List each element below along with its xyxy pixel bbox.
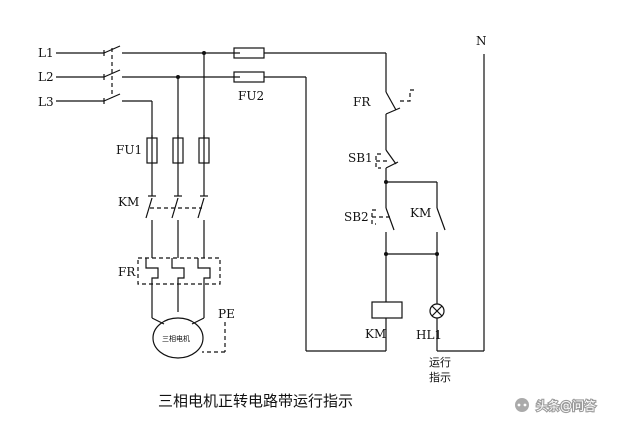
supply-lines [56,50,105,104]
label-km-aux: KM [410,206,431,220]
motor-label: 三相电机 [162,334,190,343]
fuse-fu1 [146,135,210,196]
km-main-contacts [145,195,208,258]
sb1-stop-button [375,149,399,208]
label-fr-main: FR [118,265,136,279]
control-wiring [305,53,387,352]
chat-bubble-icon [513,396,531,414]
km-coil [371,301,403,351]
pe-ground [202,322,226,353]
label-run-line1: 运行 [429,356,451,369]
label-km-main: KM [118,195,139,209]
label-sb1: SB1 [348,151,373,165]
fuse-fu2 [233,47,386,83]
main-isolator-switch [103,45,240,102]
thermal-relay-fr [137,257,221,325]
label-run-line2: 指示 [429,370,451,384]
fr-control-contact [385,89,416,150]
label-hl1: HL1 [416,328,442,342]
sb2-start-button [371,207,395,302]
motor: 三相电机 [152,317,204,359]
label-km-coil: KM [365,327,386,341]
label-fu1: FU1 [116,143,142,157]
watermark-text: 头条@问答 [536,398,596,413]
label-sb2: SB2 [344,210,369,224]
watermark: 头条@问答 [513,396,597,414]
label-l2: L2 [38,70,54,84]
km-aux-contact [436,207,446,304]
phase-drops [151,51,206,138]
label-l1: L1 [38,46,54,60]
label-l3: L3 [38,95,54,109]
diagram-caption: 三相电机正转电路带运行指示 [158,392,353,410]
label-n: N [476,34,487,48]
label-pe: PE [218,307,235,321]
label-fr-ctrl: FR [353,95,371,109]
label-fu2: FU2 [238,89,264,103]
hl1-lamp [429,303,484,352]
